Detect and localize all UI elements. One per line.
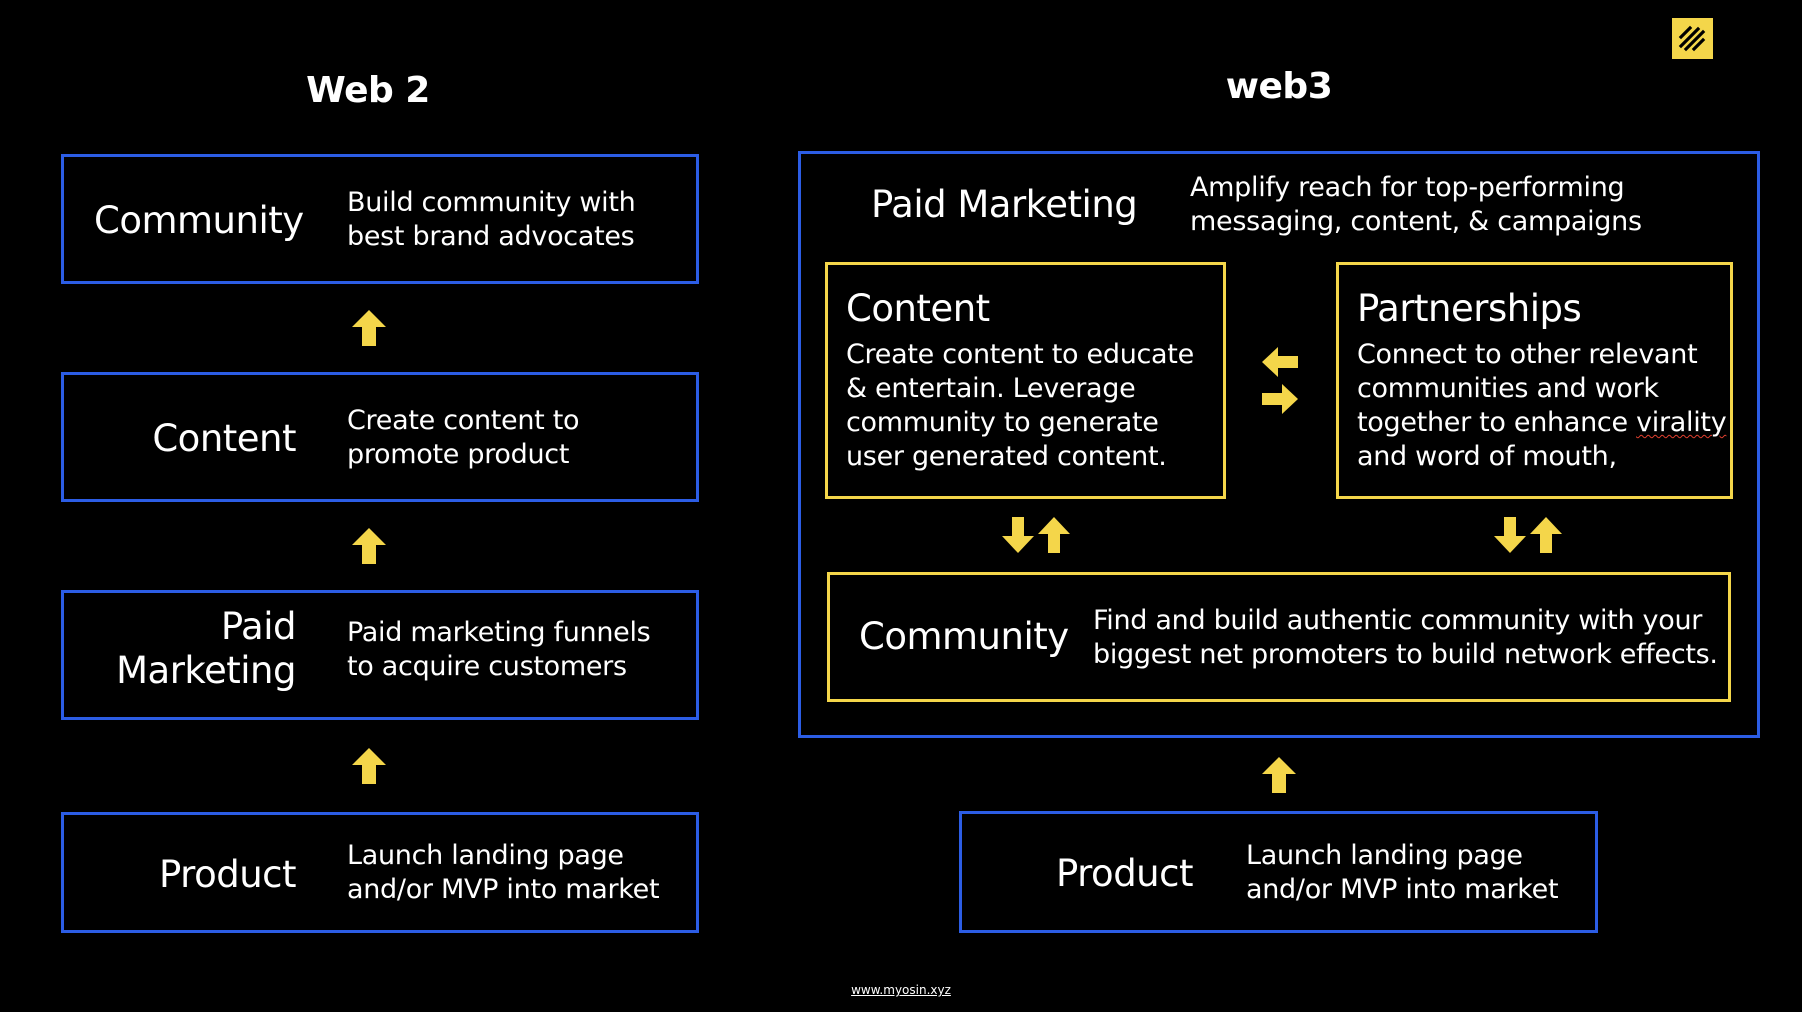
web2-title: Web 2 [306, 70, 430, 111]
footer-url-link[interactable]: www.myosin.xyz [851, 983, 951, 997]
arrow-down-icon [1002, 517, 1034, 553]
web3-community-label: Community [859, 615, 1069, 658]
web3-content-box: Content Create content to educate & ente… [825, 262, 1226, 499]
web3-product-box: Product Launch landing page and/or MVP i… [959, 811, 1598, 933]
web3-container [798, 151, 1760, 738]
arrow-left-icon [1262, 347, 1298, 377]
arrow-up-icon [352, 748, 386, 784]
web3-partnerships-label: Partnerships [1357, 287, 1582, 330]
arrow-up-icon [1038, 517, 1070, 553]
web3-content-desc: Create content to educate & entertain. L… [846, 339, 1194, 472]
arrow-up-icon [352, 528, 386, 564]
web2-paid-marketing-desc: Paid marketing funnels to acquire custom… [347, 617, 651, 682]
web2-content-label: Content [152, 417, 296, 460]
arrow-right-icon [1262, 384, 1298, 414]
web2-product-desc: Launch landing page and/or MVP into mark… [347, 840, 660, 905]
arrow-up-icon [1530, 517, 1562, 553]
web3-title: web3 [1225, 66, 1333, 107]
web3-product-label: Product [1056, 852, 1193, 895]
web3-content-label: Content [846, 287, 990, 330]
web2-paid-marketing-label: Paid Marketing [116, 605, 296, 692]
web3-paid-marketing-desc: Amplify reach for top-performing messagi… [1190, 172, 1642, 237]
web2-community-desc: Build community with best brand advocate… [347, 187, 636, 252]
web2-paid-marketing-box: Paid Marketing Paid marketing funnels to… [61, 590, 699, 720]
web2-community-label: Community [94, 199, 304, 242]
web3-community-desc: Find and build authentic community with … [1093, 605, 1718, 670]
web3-partnerships-box: Partnerships Connect to other relevant c… [1336, 262, 1733, 499]
myosin-logo-icon [1672, 18, 1713, 59]
web3-paid-marketing-label: Paid Marketing [871, 183, 1138, 226]
web2-community-box: Community Build community with best bran… [61, 154, 699, 284]
web3-product-desc: Launch landing page and/or MVP into mark… [1246, 840, 1559, 905]
arrow-down-icon [1494, 517, 1526, 553]
web2-product-box: Product Launch landing page and/or MVP i… [61, 812, 699, 933]
web2-content-desc: Create content to promote product [347, 405, 580, 470]
web3-partnerships-desc: Connect to other relevant communities an… [1357, 339, 1727, 472]
web2-product-label: Product [159, 853, 296, 896]
web3-community-box: Community Find and build authentic commu… [827, 572, 1731, 702]
web2-content-box: Content Create content to promote produc… [61, 372, 699, 502]
arrow-up-icon [352, 310, 386, 346]
arrow-up-icon [1262, 757, 1296, 793]
spellcheck-flagged-word: virality [1636, 407, 1727, 438]
